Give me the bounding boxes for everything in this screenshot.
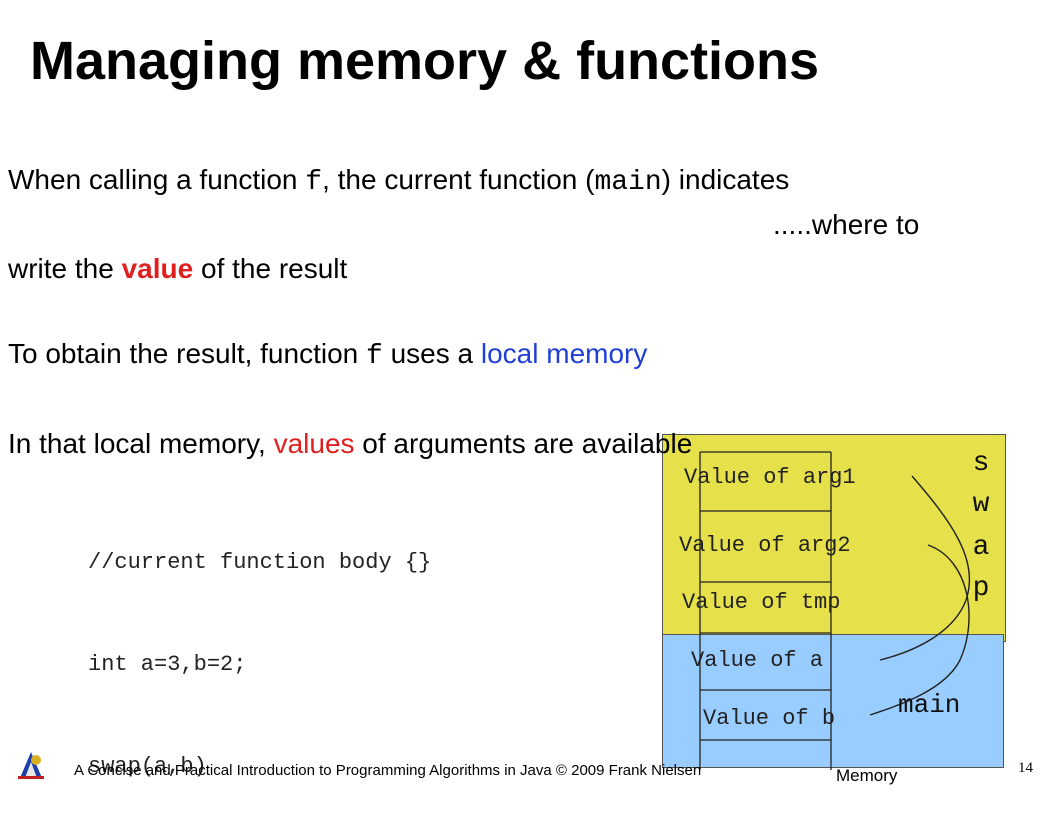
para1-line-2: .....where to [773,209,920,240]
memory-cell-b: Value of b [703,706,836,731]
swap-frame [662,434,1006,642]
institution-logo [18,752,44,779]
swap-letter-s: s [972,448,990,479]
para2-text-2: uses a [382,338,481,369]
code-line-3: swap(a,b) [88,754,207,779]
code-line-2: int a=3,b=2; [88,652,247,677]
memory-cell-arg1: Value of arg1 [684,465,856,490]
main-frame-label: main [898,690,961,720]
memory-cell-tmp: Value of tmp [682,590,841,615]
para2-code-f: f [366,341,383,372]
paragraph-argument-values: In that local memory, values of argument… [8,427,692,461]
para1-line-3: write the value of the result [8,252,347,286]
memory-cell-arg2: Value of arg2 [679,533,851,558]
paragraph-local-memory: To obtain the result, function f uses a … [8,337,647,374]
para3-values-emphasis: values [273,428,355,459]
para1-line3-post: of the result [193,253,348,284]
swap-letter-w: w [972,489,990,520]
para1-text-2: , the current function ( [322,164,595,195]
para1-code-f: f [305,167,323,198]
main-frame [662,634,1004,768]
slide-title: Managing memory & functions [30,31,820,91]
para1-text-3: ) indicates [661,164,790,195]
memory-caption: Memory [836,766,898,785]
link-arg1-to-a [879,475,971,661]
paragraph-calling-function: When calling a function f, the current f… [8,163,789,200]
para1-text-1: When calling a function [8,164,306,195]
swap-letter-a: a [972,532,990,563]
para1-line3-pre: write the [8,253,122,284]
memory-cell-a: Value of a [691,648,824,673]
swap-letter-p: p [972,573,990,604]
code-line-1: //current function body {} [88,550,432,575]
memory-diagram-lines [699,451,971,770]
link-arg2-to-b [869,544,970,716]
para1-code-main: main [594,167,662,198]
para2-local-memory-emphasis: local memory [480,338,648,369]
para3-text-2: of arguments are available [354,428,693,459]
para3-text-1: In that local memory, [8,428,274,459]
para1-value-emphasis: value [121,253,194,284]
para2-text-1: To obtain the result, function [8,338,366,369]
footer-credit: A Concise and Practical Introduction to … [74,762,702,779]
page-number: 14 [1018,760,1033,776]
code-snippet: //current function body {} int a=3,b=2; … [88,478,431,818]
